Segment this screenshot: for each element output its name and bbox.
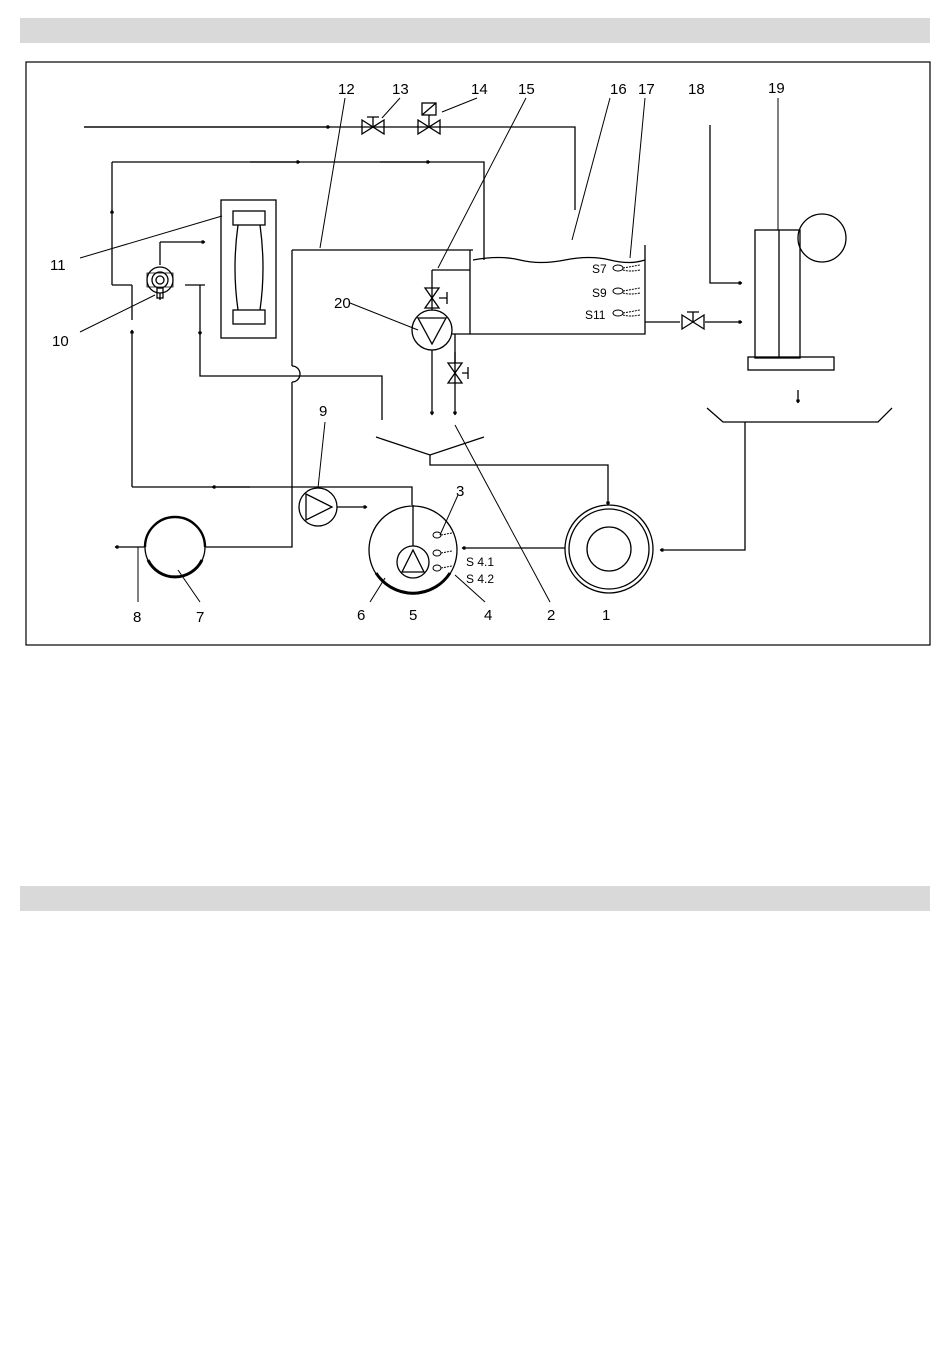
label-12: 12 (338, 81, 355, 98)
filter-11 (221, 200, 276, 338)
label-9: 9 (319, 403, 327, 420)
solenoid-valve-14 (418, 103, 440, 134)
label-17: 17 (638, 81, 655, 98)
label-7: 7 (196, 609, 204, 626)
label-16: 16 (610, 81, 627, 98)
pump-9 (299, 488, 337, 526)
sensor-label-s4-2: S 4.2 (466, 572, 494, 586)
sensor-label-s4-1: S 4.1 (466, 555, 494, 569)
tank-7 (145, 517, 205, 577)
label-14: 14 (471, 81, 488, 98)
sensor-label-s11: S11 (585, 308, 606, 322)
label-18: 18 (688, 81, 705, 98)
label-15: 15 (518, 81, 535, 98)
tank-6 (369, 505, 457, 594)
unit-19 (748, 214, 846, 370)
sensor-label-s9: S9 (592, 286, 607, 300)
label-8: 8 (133, 609, 141, 626)
label-2: 2 (547, 607, 555, 624)
label-6: 6 (357, 607, 365, 624)
level-sensors-tank-16 (613, 265, 640, 316)
label-20: 20 (334, 295, 351, 312)
level-sensors-tank-6 (433, 532, 452, 571)
valve-13 (362, 117, 384, 134)
label-13: 13 (392, 81, 409, 98)
label-11: 11 (50, 257, 66, 274)
label-3: 3 (456, 483, 464, 500)
label-19: 19 (768, 80, 785, 97)
valve-19-inlet (682, 312, 704, 329)
distributor-10 (147, 267, 173, 300)
label-5: 5 (409, 607, 417, 624)
sensor-labels: S7 S9 S11 S 4.1 S 4.2 (466, 262, 607, 586)
valve-15 (425, 288, 447, 308)
label-10: 10 (52, 333, 69, 350)
tank-1 (565, 505, 653, 593)
label-4: 4 (484, 607, 492, 624)
sensor-label-s7: S7 (592, 262, 607, 276)
valve-drain (448, 352, 468, 383)
label-1: 1 (602, 607, 610, 624)
